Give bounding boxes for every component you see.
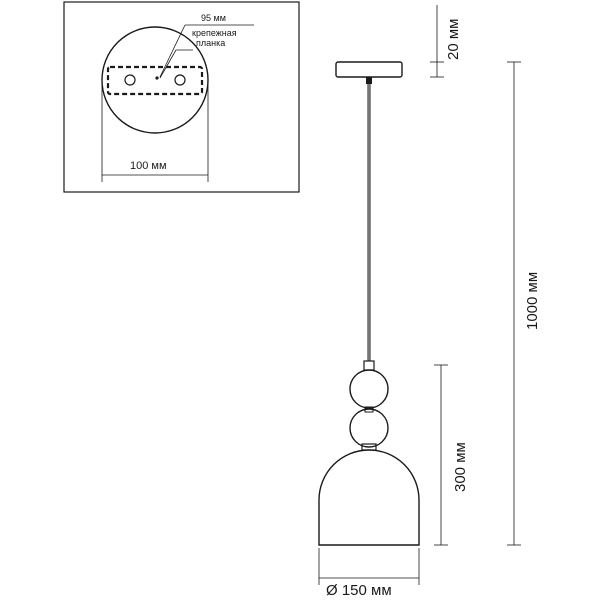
lower-glass-ball	[349, 408, 389, 448]
inset-frame	[63, 1, 300, 193]
shade-diameter-label: Ø 150 мм	[326, 582, 392, 599]
canopy-top-view-inset: 95 мм крепежная планка 100 мм	[63, 1, 300, 193]
canopy-circle	[101, 26, 209, 134]
bracket-width-leader	[159, 24, 186, 78]
center-point	[155, 76, 159, 80]
total-height-label: 1000 мм	[524, 272, 541, 330]
shade-height-label: 300 мм	[452, 442, 469, 492]
glass-shade	[318, 449, 420, 546]
bracket-name-label-line2: планка	[196, 38, 225, 48]
ceiling-canopy	[335, 61, 403, 78]
bracket-width-label: 95 мм	[201, 13, 226, 23]
cord-connector	[363, 360, 375, 371]
canopy-height-label: 20 мм	[445, 19, 462, 60]
upper-glass-ball	[349, 369, 389, 409]
canopy-nipple	[366, 77, 372, 84]
mounting-bracket-outline	[106, 65, 204, 96]
lamp-side-view	[318, 61, 420, 546]
bracket-name-label-line1: крепежная	[192, 28, 237, 38]
bracket-name-leader	[159, 49, 193, 79]
canopy-diameter-label: 100 мм	[130, 160, 167, 172]
mounting-hole-right	[174, 74, 186, 86]
dimension-lines: 20 мм 1000 мм 300 мм Ø 150 мм	[318, 5, 541, 599]
mounting-hole-left	[124, 74, 136, 86]
